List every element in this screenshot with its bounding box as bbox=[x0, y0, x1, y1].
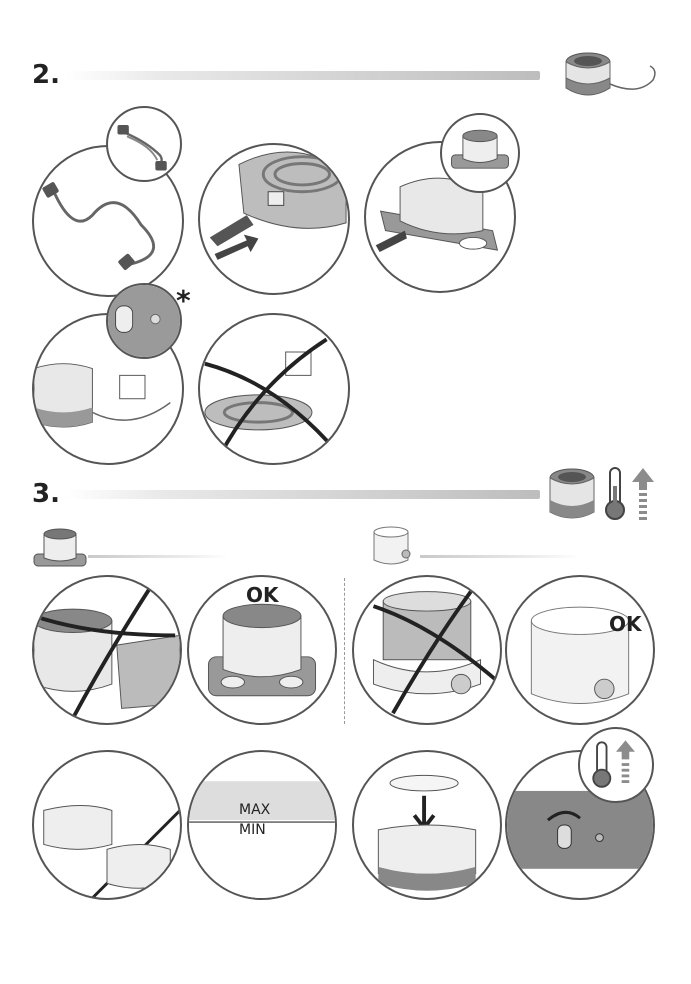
pour-oil-circle bbox=[32, 750, 182, 900]
max-min-level-circle: MAX MIN bbox=[187, 750, 337, 900]
max-label: MAX bbox=[239, 802, 270, 818]
appliance-small-icon bbox=[366, 520, 416, 570]
switch-light-detail-circle bbox=[106, 283, 182, 359]
wrong-pot-on-appliance-circle bbox=[352, 575, 502, 725]
heat-detail-circle bbox=[578, 727, 654, 803]
sub-bar-right bbox=[420, 555, 580, 558]
step-3-bar bbox=[66, 490, 540, 499]
place-splash-guard-circle bbox=[352, 750, 502, 900]
section-divider bbox=[344, 578, 345, 724]
correct-appliance-circle bbox=[505, 575, 655, 725]
wrong-stand-placement-circle bbox=[32, 575, 182, 725]
ok-label-left: OK bbox=[246, 583, 279, 607]
appliance-icon bbox=[542, 464, 602, 524]
thermometer-icon bbox=[602, 466, 628, 522]
appliance-with-cord-icon bbox=[558, 40, 668, 105]
min-label: MIN bbox=[239, 822, 266, 838]
cord-detail-circle bbox=[106, 106, 182, 182]
step-2-number: 2. bbox=[32, 60, 60, 90]
step-3-number: 3. bbox=[32, 479, 60, 509]
step-2-bar bbox=[66, 71, 540, 80]
fondue-set-detail-circle bbox=[440, 113, 520, 193]
note-asterisk: * bbox=[176, 284, 191, 317]
heat-up-arrow-icon bbox=[630, 466, 656, 522]
sub-bar-left bbox=[88, 555, 228, 558]
ok-label-right: OK bbox=[609, 612, 642, 636]
do-not-unplug-circle bbox=[198, 313, 350, 465]
fondue-set-stand-icon bbox=[30, 522, 90, 572]
plug-into-base-circle bbox=[198, 143, 350, 295]
